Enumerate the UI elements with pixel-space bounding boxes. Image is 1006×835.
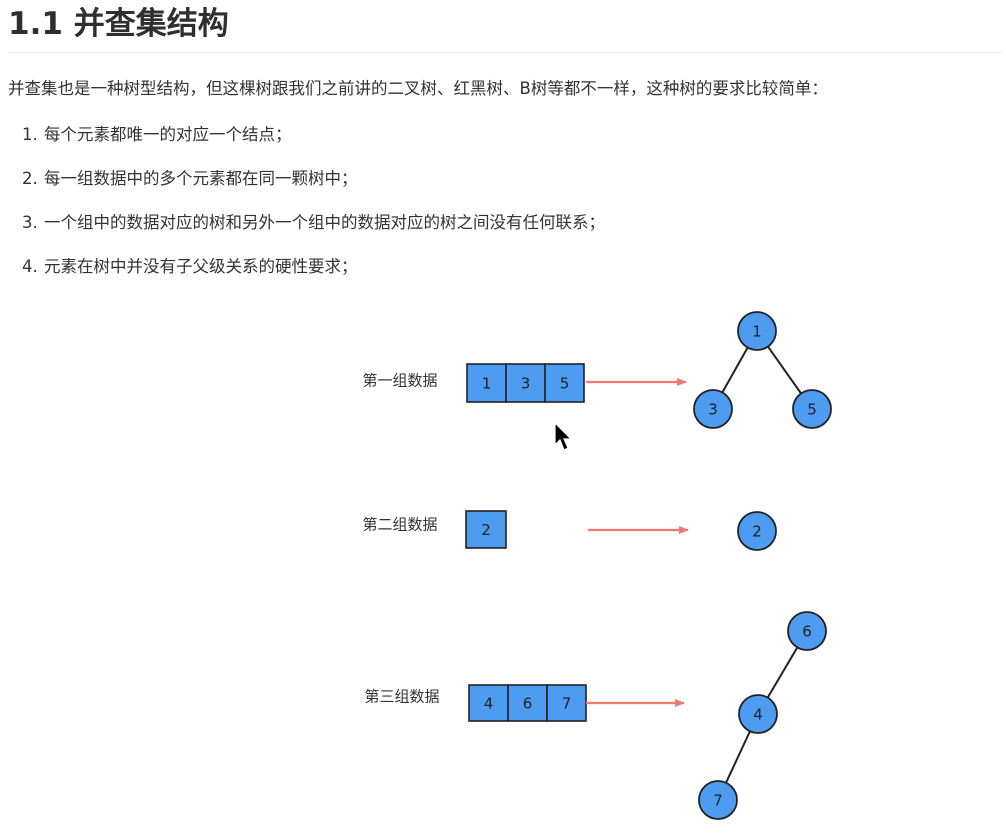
mouse-cursor-icon [554,422,571,451]
requirement-item: 3. 一个组中的数据对应的树和另外一个组中的数据对应的树之间没有任何联系； [22,210,605,236]
group-label: 第三组数据 [364,688,439,706]
requirement-item: 2. 每一组数据中的多个元素都在同一颗树中； [22,166,358,192]
tree-node [737,311,777,351]
array-cell-value: 5 [560,375,570,393]
array-cell-value: 3 [521,375,531,393]
array-cell-value: 4 [484,695,494,713]
requirement-number: 2. [22,169,38,188]
data-group: 第一组数据 1 3 5 1 3 5 [362,311,832,429]
array-cell-value: 2 [481,521,491,539]
array-cell-value: 7 [562,695,572,713]
requirement-number: 3. [22,213,38,232]
tree-node [792,389,832,429]
requirement-item: 1. 每个元素都唯一的对应一个结点； [22,122,292,148]
tree-node [698,780,738,820]
array-cell-value: 1 [482,375,492,393]
requirement-number: 4. [22,257,38,276]
array-cell-value: 6 [523,695,533,713]
union-find-diagram: 第一组数据 1 3 5 1 3 5 第二组数据 2 2 第三组数据 4 6 7 6 4 7 [362,311,832,820]
tree-node-value: 6 [802,623,812,641]
requirement-text: 元素在树中并没有子父级关系的硬性要求； [44,257,358,276]
array-cell [546,684,587,722]
array-cell [505,363,546,403]
requirement-item: 4. 元素在树中并没有子父级关系的硬性要求； [22,254,358,280]
page-title: 1.1 并查集结构 [8,6,229,42]
tree-node [693,389,733,429]
array-cell [507,684,548,722]
tree-node-value: 3 [708,401,718,419]
data-group: 第三组数据 4 6 7 6 4 7 [364,611,827,820]
array-cell [465,510,507,549]
group-label: 第二组数据 [362,516,437,534]
array-cell [544,363,585,403]
array-cell [468,684,509,722]
tree-node-value: 7 [713,792,723,810]
tree-node-value: 2 [752,523,762,541]
title-divider [8,52,1002,53]
requirement-text: 每一组数据中的多个元素都在同一颗树中； [44,169,358,188]
tree-node [738,694,778,734]
array-cell [466,363,507,403]
intro-paragraph: 并查集也是一种树型结构，但这棵树跟我们之前讲的二叉树、红黑树、B树等都不一样，这… [8,79,828,98]
group-label: 第一组数据 [362,372,437,390]
tree-node-value: 4 [753,706,763,724]
requirement-text: 一个组中的数据对应的树和另外一个组中的数据对应的树之间没有任何联系； [44,213,605,232]
tree-node [787,611,827,651]
data-group: 第二组数据 2 2 [362,510,777,551]
tree-node-value: 1 [752,323,762,341]
requirement-text: 每个元素都唯一的对应一个结点； [44,125,292,144]
tree-node [737,511,777,551]
tree-node-value: 5 [807,401,817,419]
requirement-number: 1. [22,125,38,144]
